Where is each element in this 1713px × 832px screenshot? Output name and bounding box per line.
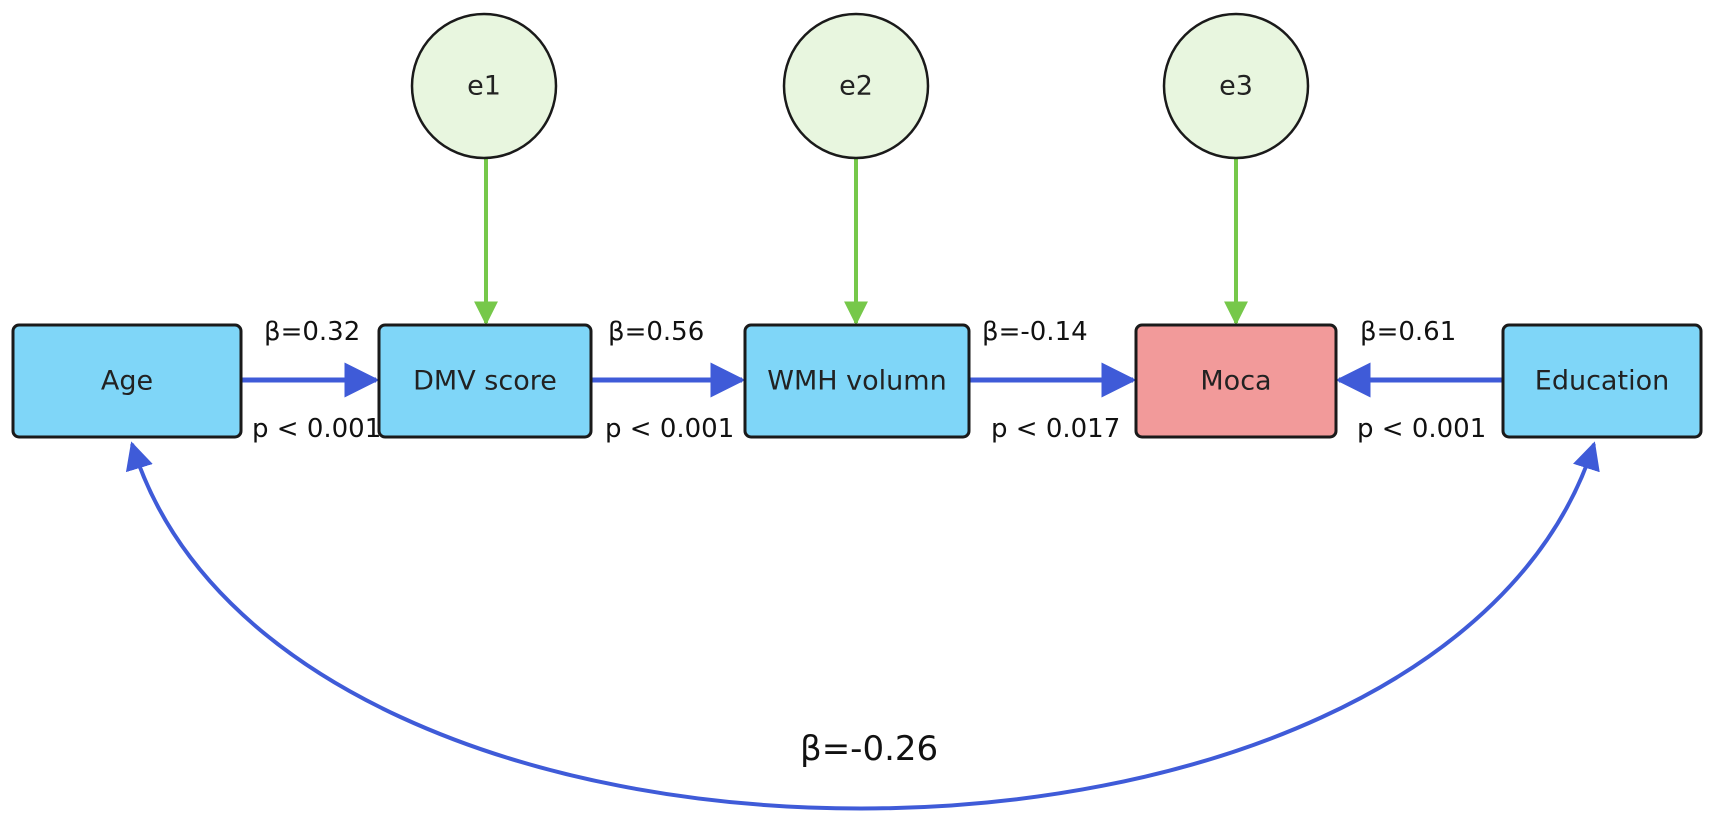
beta-label-wmh-moca: β=-0.14 [982,317,1088,347]
node-wmh-volumn: WMH volumn [743,323,971,439]
beta-label-age-dmv: β=0.32 [264,317,360,347]
node-education: Education [1501,323,1703,439]
p-label-dmv-wmh: p < 0.001 [605,414,734,444]
error-node-e3: e3 [1162,12,1310,160]
beta-label-dmv-wmh: β=0.56 [608,317,704,347]
p-label-age-dmv: p < 0.001 [252,414,381,444]
node-moca: Moca [1134,323,1338,439]
error-label-e2: e2 [839,71,873,102]
error-node-e1: e1 [410,12,558,160]
node-age: Age [11,323,243,439]
node-wmh-volumn-label: WMH volumn [767,366,946,397]
p-label-education-moca: p < 0.001 [1357,414,1486,444]
beta-label-age-education: β=-0.26 [800,729,938,769]
error-node-e2: e2 [782,12,930,160]
covariance-arrow-age-education [126,441,1600,811]
node-age-label: Age [101,366,153,397]
node-education-label: Education [1535,366,1669,397]
node-moca-label: Moca [1200,366,1271,397]
p-label-wmh-moca: p < 0.017 [991,414,1120,444]
node-dmv-score-label: DMV score [413,366,557,397]
error-label-e3: e3 [1219,71,1253,102]
error-label-e1: e1 [467,71,501,102]
node-dmv-score: DMV score [377,323,593,439]
beta-label-education-moca: β=0.61 [1360,317,1456,347]
